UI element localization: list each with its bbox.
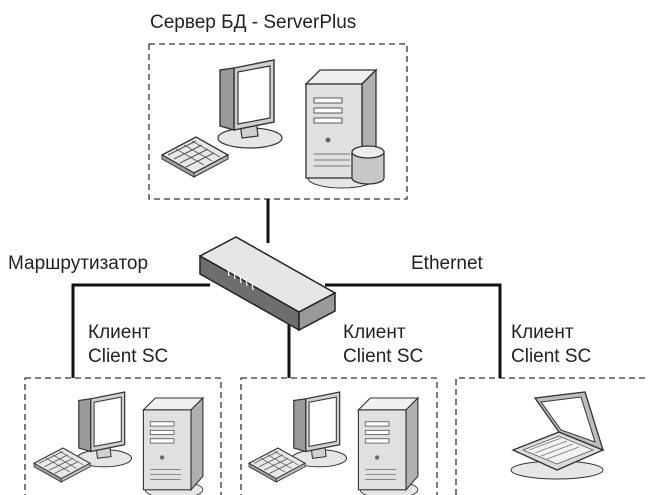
router-icon (198, 236, 337, 332)
client-3-label-line2: Client SC (511, 346, 592, 367)
ethernet-bus-right (325, 283, 502, 378)
client-1-label-line1: Клиент (88, 322, 151, 343)
server-monitor-icon (217, 59, 283, 149)
server-box (148, 43, 408, 200)
client-1-label-line2: Client SC (88, 346, 169, 367)
client-3-label-line1: Клиент (511, 322, 574, 343)
client-1-monitor-icon (76, 391, 133, 468)
client-2-label-line2: Client SC (343, 346, 424, 367)
client-2-box (240, 377, 438, 495)
server-title: Сервер БД - ServerPlus (150, 12, 357, 33)
server-keyboard-icon (161, 136, 229, 178)
client-2-monitor-icon (291, 391, 348, 468)
client-1-box (24, 377, 222, 495)
client-3-box (455, 377, 649, 495)
client-2-label-line1: Клиент (343, 322, 406, 343)
client-1-tower-icon (142, 397, 204, 495)
ethernet-bus-left (71, 283, 210, 378)
database-icon (351, 145, 385, 185)
client-2-tower-icon (357, 397, 419, 495)
client-3-laptop-icon (510, 391, 604, 480)
network-label: Ethernet (411, 253, 483, 274)
router-label: Маршрутизатор (8, 253, 149, 274)
